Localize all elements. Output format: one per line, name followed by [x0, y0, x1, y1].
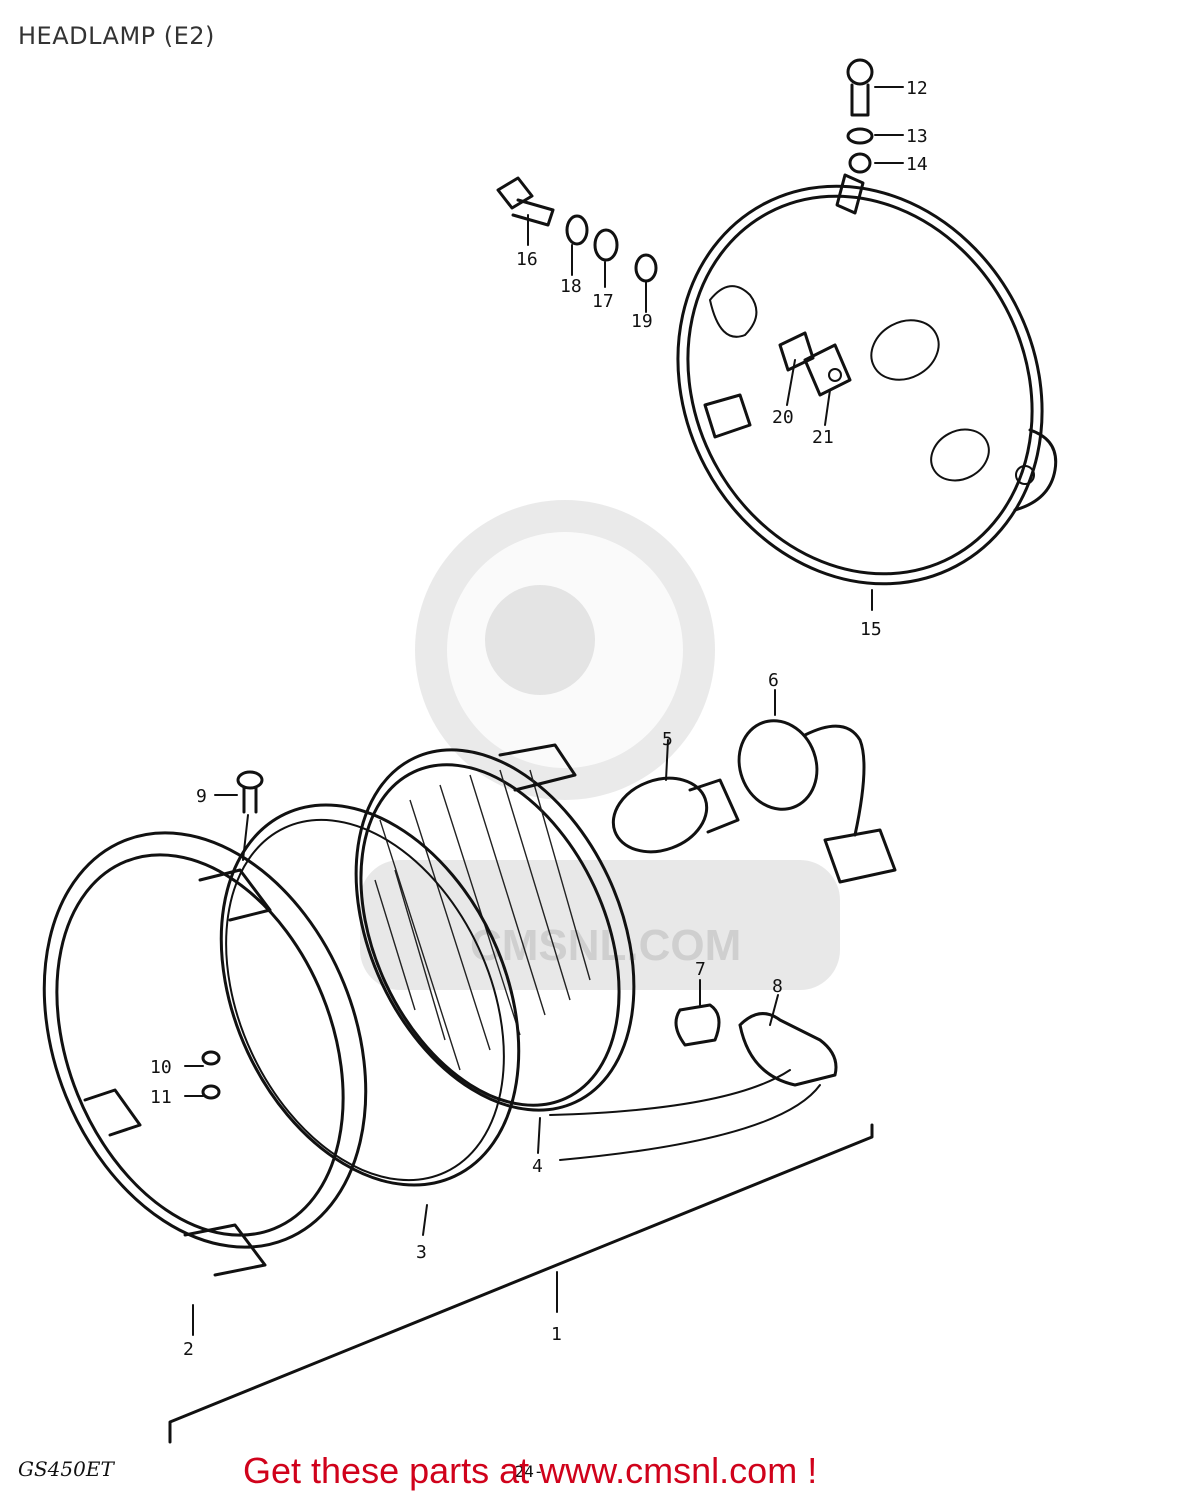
watermark-text: CMSNL.COM [470, 921, 741, 970]
headlamp-rim [42, 831, 368, 1277]
page-title: HEADLAMP (E2) [18, 22, 215, 50]
callout-labels: 12 13 14 16 18 17 19 20 21 15 6 5 9 7 8 … [150, 78, 928, 1360]
callout-7: 7 [695, 959, 706, 980]
callout-15: 15 [860, 619, 882, 640]
headlamp-housing [676, 173, 1058, 586]
leader-lines [184, 86, 904, 1336]
fasteners [496, 58, 874, 283]
callout-13: 13 [906, 126, 928, 147]
callout-17: 17 [592, 291, 614, 312]
callout-11: 11 [150, 1087, 172, 1108]
pilot-bulb-and-socket [549, 1003, 838, 1161]
callout-10: 10 [150, 1057, 172, 1078]
callout-14: 14 [906, 154, 928, 175]
headlamp-bulb-and-socket [611, 719, 897, 884]
page-number: -24- [505, 1462, 544, 1481]
callout-1: 1 [551, 1324, 562, 1345]
promo-link[interactable]: Get these parts at www.cmsnl.com ! [243, 1450, 818, 1491]
callout-19: 19 [631, 311, 653, 332]
callout-9: 9 [196, 786, 207, 807]
callout-20: 20 [772, 407, 794, 428]
mounting-screw [236, 770, 264, 814]
callout-12: 12 [906, 78, 928, 99]
callout-8: 8 [772, 976, 783, 997]
callout-2: 2 [183, 1339, 194, 1360]
callout-21: 21 [812, 427, 834, 448]
assembly-bracket [168, 1123, 874, 1444]
sealed-beam-unit [354, 743, 636, 1112]
model-code: GS450ET [18, 1457, 114, 1481]
callout-6: 6 [768, 670, 779, 691]
callout-18: 18 [560, 276, 582, 297]
watermark-logo: CMSNL.COM [360, 500, 840, 990]
callout-16: 16 [516, 249, 538, 270]
callout-4: 4 [532, 1156, 543, 1177]
callout-3: 3 [416, 1242, 427, 1263]
callout-5: 5 [662, 729, 673, 750]
retaining-ring [219, 803, 521, 1187]
